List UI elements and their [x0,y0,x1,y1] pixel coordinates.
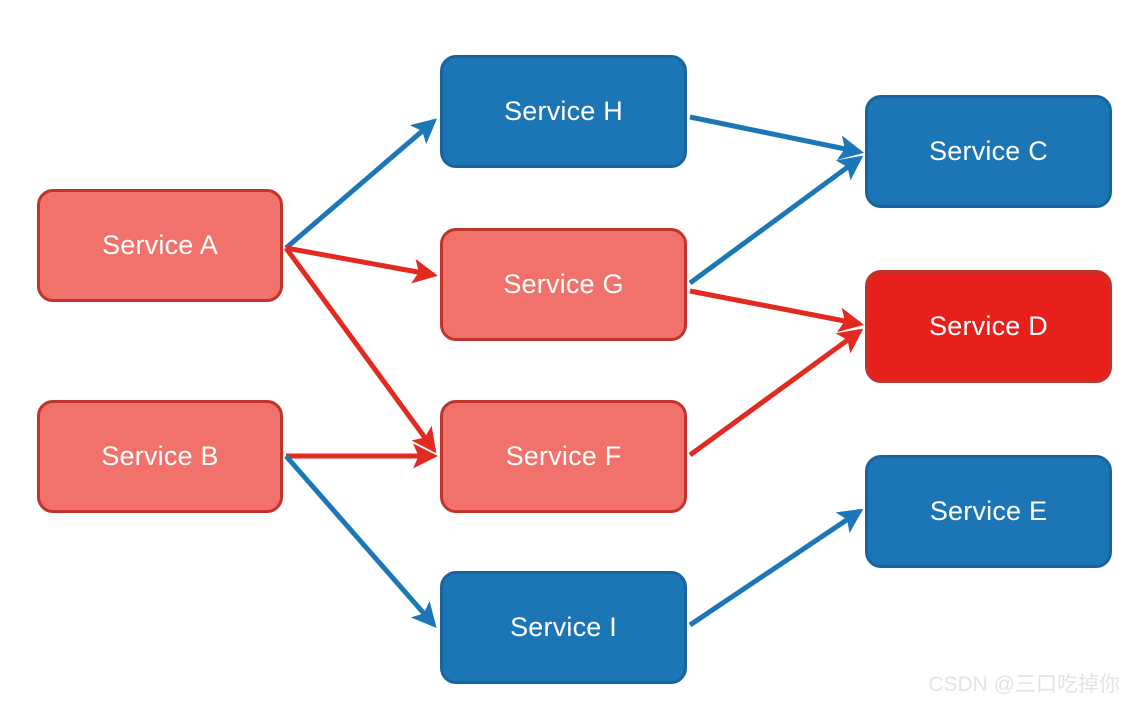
edge-f-to-d [688,328,864,458]
node-label-service-h: Service H [504,96,623,126]
edge-i-to-e [688,508,864,628]
edge-h-to-c [689,114,864,161]
node-label-service-e: Service E [929,496,1048,526]
node-label-service-f: Service F [505,441,622,471]
node-label-service-b: Service B [101,441,219,471]
node-service-a[interactable]: Service A [37,189,283,302]
edge-g-to-d [689,288,864,333]
node-service-i[interactable]: Service I [440,571,687,684]
watermark: CSDN @三口吃掉你 [928,673,1120,696]
node-service-f[interactable]: Service F [440,400,687,513]
edge-a-to-f [283,246,437,454]
node-service-g[interactable]: Service G [440,228,687,341]
edge-g-to-c [688,155,864,286]
edge-b-to-i [284,454,437,629]
edge-a-to-h [284,118,438,250]
node-label-service-a: Service A [102,230,218,260]
node-label-service-c: Service C [929,136,1048,166]
node-label-service-i: Service I [510,612,617,642]
node-service-c[interactable]: Service C [865,95,1112,208]
node-service-b[interactable]: Service B [37,400,283,513]
node-service-h[interactable]: Service H [440,55,687,168]
node-service-d[interactable]: Service D [865,270,1112,383]
edge-a-to-g [285,245,438,284]
node-label-service-d: Service D [929,311,1048,341]
node-service-e[interactable]: Service E [865,455,1112,568]
node-label-service-g: Service G [503,269,624,299]
